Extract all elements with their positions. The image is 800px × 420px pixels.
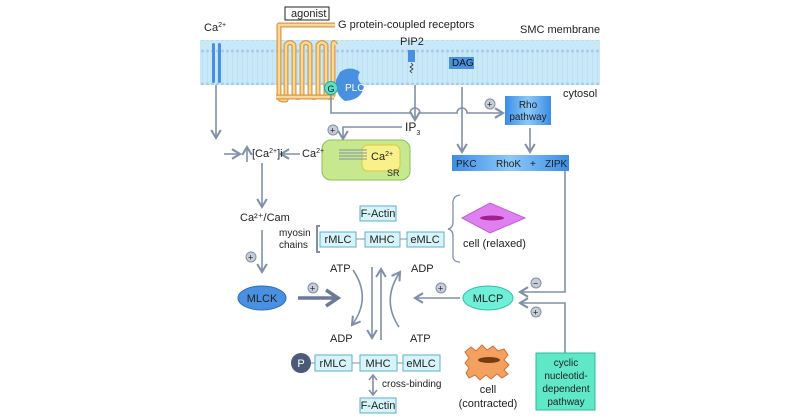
cross-binding-label: cross-binding: [382, 379, 441, 390]
svg-text:MLCK: MLCK: [247, 293, 278, 305]
svg-text:eMLC: eMLC: [406, 358, 435, 370]
svg-text:+: +: [533, 308, 538, 318]
plus-badge: [484, 98, 496, 110]
svg-text:dependent: dependent: [542, 384, 589, 395]
minus-badge: [530, 277, 542, 289]
svg-text:F-Actin: F-Actin: [361, 400, 396, 412]
gpcr-label: G protein-coupled receptors: [338, 19, 475, 31]
plus-badge: [245, 251, 257, 263]
emlc-box: [402, 354, 441, 372]
svg-text:RhoK: RhoK: [496, 159, 521, 170]
ip3-to-sr-arrow: [337, 126, 402, 142]
myosin-bracket: [316, 225, 320, 253]
dephosphorylation-curve: [389, 270, 402, 328]
svg-text:F-Actin: F-Actin: [361, 208, 396, 220]
g-protein: [324, 81, 338, 95]
sr-ca-label: Ca2+: [371, 151, 393, 163]
mhc-box: [364, 231, 401, 248]
agonist-label: agonist: [291, 8, 326, 20]
svg-text:cyclic: cyclic: [554, 358, 578, 369]
cell-contracted-label: cell: [480, 384, 497, 396]
g-protein-label: G: [328, 84, 335, 94]
svg-text:P: P: [297, 358, 304, 370]
phosphorylation-curve: [350, 269, 364, 327]
svg-text:−: −: [533, 279, 538, 289]
svg-text:+: +: [248, 253, 253, 263]
f-actin-box: [359, 397, 397, 414]
svg-text:MHC: MHC: [365, 358, 390, 370]
agonist-box: [284, 6, 330, 21]
svg-text:+: +: [330, 126, 335, 136]
ca-ext-label: Ca2+: [204, 22, 226, 34]
plc-enzyme: [335, 68, 364, 101]
svg-text:PKC: PKC: [456, 159, 477, 170]
sr-release-channel: [339, 149, 367, 160]
dag-box: [449, 57, 474, 69]
ip3-label: IP3: [405, 120, 420, 137]
mlck-arrow: [298, 288, 342, 308]
emlc-box: [406, 231, 445, 248]
brace: [447, 194, 461, 263]
cross-binding-arrow: [368, 373, 378, 397]
plus-badge: [307, 282, 319, 294]
mlck-node: [237, 285, 287, 311]
svg-text:chains: chains: [279, 240, 308, 251]
plus-badge: [530, 306, 542, 318]
adp-label: ADP: [411, 263, 434, 275]
mlcp-node: [462, 285, 514, 311]
calcium-channel: [212, 43, 221, 83]
adp-label: ADP: [330, 333, 353, 345]
svg-text:eMLC: eMLC: [410, 234, 439, 246]
atp-label: ATP: [410, 333, 431, 345]
atp-label: ATP: [330, 263, 351, 275]
svg-text:+: +: [310, 284, 315, 294]
phosphate-icon: [291, 353, 311, 373]
rmlc-box: [314, 354, 353, 372]
plus-badge: [327, 124, 339, 136]
svg-text:Rho: Rho: [519, 100, 538, 111]
ca-cam-label: Ca²⁺/Cam: [240, 212, 290, 224]
svg-text:pathway: pathway: [547, 397, 584, 408]
dag-label: DAG: [452, 58, 474, 69]
svg-text:rMLC: rMLC: [320, 358, 347, 370]
rmlc-box: [319, 231, 357, 248]
kinase-box: [452, 155, 569, 171]
svg-text:MHC: MHC: [369, 234, 394, 246]
cell-relaxed-label: cell (relaxed): [463, 238, 526, 250]
rho-pathway-box: [505, 96, 551, 125]
svg-text:+: +: [438, 284, 443, 294]
svg-text:MLCP: MLCP: [473, 293, 504, 305]
ca-release-label: Ca2+: [302, 148, 324, 160]
kinase-inhibits-mlcp-arrow: [517, 171, 566, 298]
svg-text:rMLC: rMLC: [325, 234, 352, 246]
svg-text:ZIPK: ZIPK: [545, 159, 568, 170]
cyclic-activates-mlcp-arrow: [517, 297, 566, 353]
pip2-molecule: [408, 50, 415, 62]
f-actin-box: [359, 205, 397, 222]
plus-badge: [435, 282, 447, 294]
svg-text:pathway: pathway: [509, 112, 546, 123]
pip2-label: PIP2: [400, 36, 424, 48]
ca-intracellular-label: [Ca2+]i: [252, 148, 283, 160]
plc-label: PLC: [345, 83, 364, 94]
cyclic-nucleotide-box: [535, 352, 596, 411]
mhc-box: [359, 354, 398, 372]
smc-membrane-label: SMC membrane: [520, 24, 600, 36]
svg-text:+: +: [530, 159, 536, 170]
svg-text:nucleotid-: nucleotid-: [544, 371, 587, 382]
svg-text:+: +: [487, 100, 492, 110]
cytosol-label: cytosol: [563, 88, 597, 100]
myosin-label: myosin: [279, 228, 311, 239]
smc-membrane: [200, 40, 600, 85]
sr-label: SR: [387, 168, 400, 178]
svg-text:(contracted): (contracted): [459, 398, 518, 410]
